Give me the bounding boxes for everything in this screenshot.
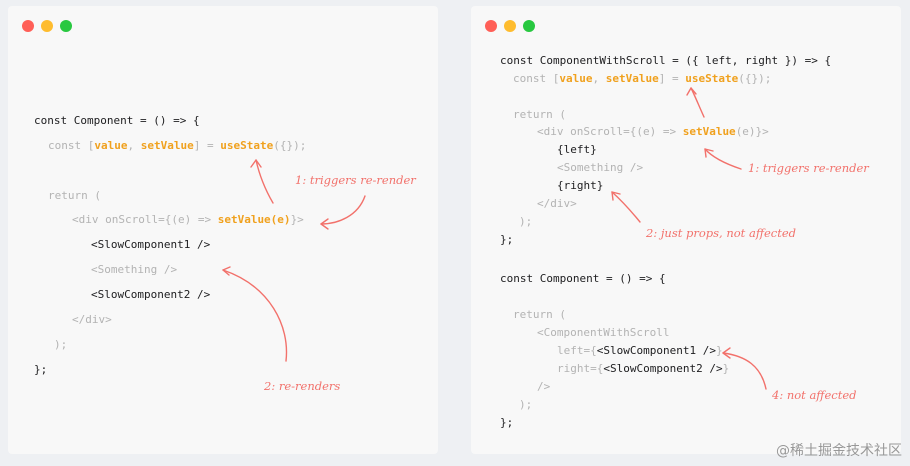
code-line-m4: left={<SlowComponent1 />} xyxy=(557,344,723,357)
watermark: @稀土掘金技术社区 xyxy=(776,443,902,459)
minimize-dot-icon[interactable] xyxy=(504,20,516,32)
code-line-8: </div> xyxy=(537,197,577,210)
code-line-3: return ( xyxy=(513,108,566,121)
code-line-m7: ); xyxy=(519,398,533,411)
annotation-not-affected: 4: not affected xyxy=(772,388,857,402)
annotation-rerenders: 2: re-renders xyxy=(264,379,341,393)
left-arrows xyxy=(222,159,366,362)
arrow-to-something-head xyxy=(222,266,231,276)
code-line-m3: <ComponentWithScroll xyxy=(537,326,670,339)
right-arrows xyxy=(611,87,767,390)
maximize-dot-icon[interactable] xyxy=(60,20,72,32)
code-line-4: <div onScroll={(e) => setValue(e)}> xyxy=(537,125,769,138)
annotation-just-props: 2: just props, not affected xyxy=(646,226,796,240)
right-code-card: const ComponentWithScroll = ({ left, rig… xyxy=(471,6,901,454)
arrow-to-something-head xyxy=(611,191,621,201)
code-line-9: ); xyxy=(54,338,68,351)
code-line-2: const [value, setValue] = useState({}); xyxy=(48,139,307,152)
code-line-3: return ( xyxy=(48,189,101,202)
arrow-to-setvalue xyxy=(320,195,366,225)
arrow-to-usestate-head xyxy=(250,159,262,168)
arrow-to-setvalue-head xyxy=(704,148,714,158)
code-line-8: </div> xyxy=(72,313,112,326)
code-line-4: <div onScroll={(e) => setValue(e)}> xyxy=(72,213,304,226)
code-line-m1: const Component = () => { xyxy=(500,272,666,285)
code-line-6: <Something /> xyxy=(557,161,644,174)
minimize-dot-icon[interactable] xyxy=(41,20,53,32)
code-line-m5: right={<SlowComponent2 />} xyxy=(557,362,730,375)
code-line-10: }; xyxy=(500,233,514,246)
arrow-to-usestate-head xyxy=(686,87,697,96)
left-code-card: const Component = () => { const [value, … xyxy=(8,6,438,454)
code-line-m2: return ( xyxy=(513,308,566,321)
arrow-to-something xyxy=(611,191,641,223)
code-line-m6: /> xyxy=(537,380,551,393)
window-controls xyxy=(22,20,72,32)
code-line-1: const Component = () => { xyxy=(34,114,200,127)
code-line-7: <SlowComponent2 /> xyxy=(91,288,211,301)
code-line-5: <SlowComponent1 /> xyxy=(91,238,211,251)
maximize-dot-icon[interactable] xyxy=(523,20,535,32)
close-dot-icon[interactable] xyxy=(22,20,34,32)
window-controls xyxy=(485,20,535,32)
code-line-1: const ComponentWithScroll = ({ left, rig… xyxy=(500,54,832,67)
arrow-to-slowcomponents-head xyxy=(722,347,731,359)
arrow-to-usestate xyxy=(690,87,705,118)
close-dot-icon[interactable] xyxy=(485,20,497,32)
code-line-9: ); xyxy=(519,215,533,228)
code-line-10: }; xyxy=(34,363,48,376)
annotation-triggers-rerender: 1: triggers re-render xyxy=(748,161,869,175)
code-line-5: {left} xyxy=(557,143,597,156)
code-line-2: const [value, setValue] = useState({}); xyxy=(513,72,772,85)
arrow-to-something xyxy=(222,269,288,362)
arrow-to-setvalue xyxy=(704,148,742,170)
arrow-to-slowcomponents xyxy=(722,352,767,390)
code-line-7: {right} xyxy=(557,179,604,192)
arrow-to-setvalue-head xyxy=(320,218,329,230)
annotation-triggers-rerender: 1: triggers re-render xyxy=(295,173,416,187)
arrow-to-usestate xyxy=(255,159,274,204)
code-line-m8: }; xyxy=(500,416,514,429)
code-line-6: <Something /> xyxy=(91,263,178,276)
